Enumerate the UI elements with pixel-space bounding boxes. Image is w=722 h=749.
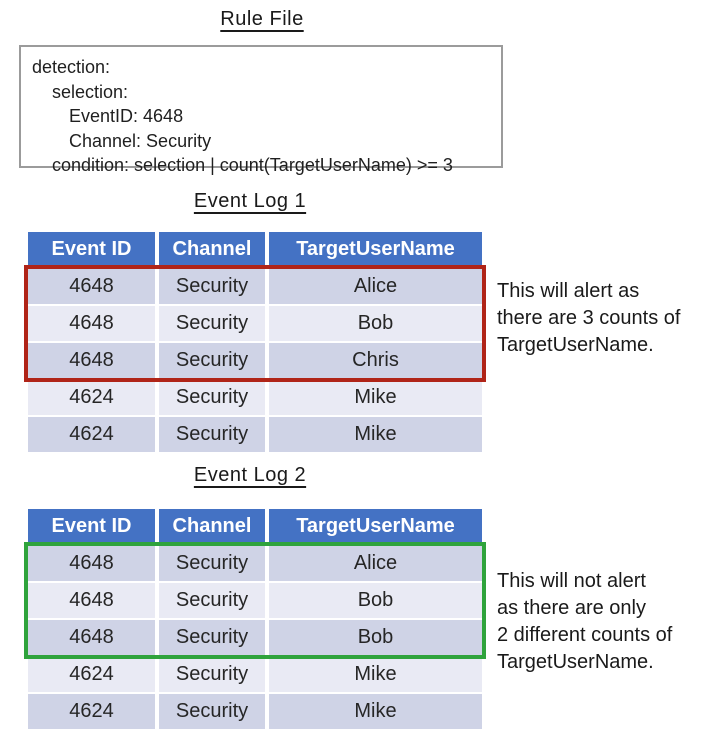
- no-alert-note-line-3: 2 different counts of: [497, 624, 673, 646]
- log1-header-channel: Channel: [159, 232, 265, 267]
- alert-note-line-3: TargetUserName.: [497, 334, 654, 356]
- no-alert-note: This will not alert as there are only 2 …: [497, 568, 722, 676]
- no-alert-note-line-2: as there are only: [497, 597, 646, 619]
- log2-cell-r5-user: Mike: [269, 694, 482, 729]
- rule-file-title: Rule File: [220, 8, 304, 30]
- no-alert-highlight-box: [24, 542, 486, 659]
- log2-cell-r1-channel: Security: [159, 546, 265, 581]
- log1-cell-r4-channel: Security: [159, 380, 265, 415]
- log1-cell-r1-channel: Security: [159, 269, 265, 304]
- alert-note-line-2: there are 3 counts of: [497, 307, 681, 329]
- no-alert-note-line-1: This will not alert: [497, 570, 646, 592]
- rule-line-selection: selection:: [52, 81, 129, 102]
- log2-cell-r5-channel: Security: [159, 694, 265, 729]
- log2-cell-r2-channel: Security: [159, 583, 265, 618]
- alert-highlight-box: [24, 265, 486, 382]
- log2-cell-r2-user: Bob: [269, 583, 482, 618]
- log2-header-targetusername: TargetUserName: [269, 509, 482, 544]
- rule-line-condition: condition: selection | count(TargetUserN…: [52, 155, 453, 175]
- log1-header-event-id: Event ID: [28, 232, 155, 267]
- log2-cell-r4-channel: Security: [159, 657, 265, 692]
- log2-cell-r4-user: Mike: [269, 657, 482, 692]
- log1-cell-r3-event-id: 4648: [28, 343, 155, 378]
- log1-cell-r4-event-id: 4624: [28, 380, 155, 415]
- log1-cell-r5-user: Mike: [269, 417, 482, 452]
- log2-cell-r2-event-id: 4648: [28, 583, 155, 618]
- log1-cell-r2-user: Bob: [269, 306, 482, 341]
- log2-cell-r3-user: Bob: [269, 620, 482, 655]
- log2-cell-r3-event-id: 4648: [28, 620, 155, 655]
- event-log-2-table: Event ID Channel TargetUserName 4648 Sec…: [28, 509, 482, 729]
- rule-line-detection: detection:: [32, 57, 111, 77]
- log1-cell-r5-event-id: 4624: [28, 417, 155, 452]
- rule-line-eventid: EventID: 4648: [69, 106, 184, 126]
- rule-file-box: detection: selection: EventID: 4648 Chan…: [19, 45, 503, 175]
- log2-cell-r1-user: Alice: [269, 546, 482, 581]
- log1-header-targetusername: TargetUserName: [269, 232, 482, 267]
- log1-cell-r2-event-id: 4648: [28, 306, 155, 341]
- log1-cell-r1-event-id: 4648: [28, 269, 155, 304]
- log2-cell-r5-event-id: 4624: [28, 694, 155, 729]
- rule-line-channel: Channel: Security: [69, 130, 212, 151]
- log1-cell-r5-channel: Security: [159, 417, 265, 452]
- log2-cell-r1-event-id: 4648: [28, 546, 155, 581]
- log2-cell-r3-channel: Security: [159, 620, 265, 655]
- alert-note-line-1: This will alert as: [497, 280, 640, 302]
- event-log-2-title: Event Log 2: [193, 464, 307, 486]
- log1-cell-r1-user: Alice: [269, 269, 482, 304]
- log2-cell-r4-event-id: 4624: [28, 657, 155, 692]
- log1-cell-r4-user: Mike: [269, 380, 482, 415]
- log1-cell-r2-channel: Security: [159, 306, 265, 341]
- no-alert-note-line-4: TargetUserName.: [497, 651, 654, 673]
- alert-note: This will alert as there are 3 counts of…: [497, 278, 722, 359]
- log2-header-channel: Channel: [159, 509, 265, 544]
- log1-cell-r3-user: Chris: [269, 343, 482, 378]
- log2-header-event-id: Event ID: [28, 509, 155, 544]
- event-log-1-title: Event Log 1: [193, 190, 307, 212]
- log1-cell-r3-channel: Security: [159, 343, 265, 378]
